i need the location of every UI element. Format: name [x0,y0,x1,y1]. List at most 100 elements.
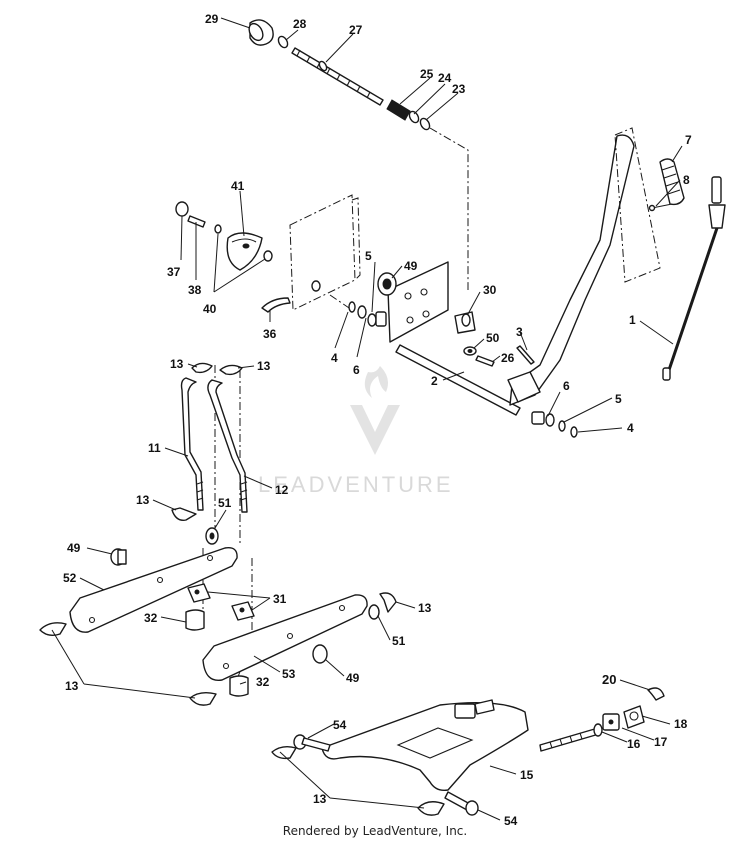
footer-credit: Rendered by LeadVenture, Inc. [282,824,468,838]
callout-53: 53 [282,667,296,681]
callout-49-left: 49 [67,541,81,555]
callout-49-right: 49 [346,671,360,685]
callout-32-right: 32 [256,675,270,689]
callout-26: 26 [501,351,515,365]
callout-49-upper: 49 [404,259,418,273]
callout-13-bottom-left: 13 [65,679,79,693]
callout-7: 7 [685,133,692,147]
callout-54-left: 54 [333,718,347,732]
lever-arm [507,134,635,406]
washer-40a [214,224,222,234]
hanger-bracket-15 [321,701,529,792]
link-12 [196,379,248,513]
callout-3: 3 [516,325,523,339]
callout-54-right: 54 [504,814,518,828]
callout-8: 8 [683,173,690,187]
clips-13-bottom-left [39,622,217,706]
washer-24 [408,110,420,124]
callout-13-top-left: 13 [170,357,184,371]
alignment-lines [196,127,469,683]
callout-20: 20 [602,672,616,687]
callout-25: 25 [420,67,434,81]
watermark-text: LEADVENTURE [258,472,454,497]
callout-13-right: 13 [418,601,432,615]
adjuster-top [454,699,495,719]
callout-41: 41 [231,179,245,193]
bushing-32-right [229,675,249,697]
bushing-32-left [185,609,205,631]
callout-32-left: 32 [144,611,158,625]
clip-13-right [379,592,397,613]
block-31-right [231,601,255,621]
callout-15: 15 [520,768,534,782]
bushing-49-left [110,548,127,566]
clip-13-mid [171,507,197,521]
watermark: LEADVENTURE [258,366,454,497]
washer-40b [263,250,273,262]
callout-38: 38 [188,283,202,297]
callout-11: 11 [148,441,161,455]
washers-4-5-6-left [348,301,387,327]
callout-23: 23 [452,82,466,96]
callout-37: 37 [167,265,181,279]
callout-18: 18 [674,717,688,731]
callout-27: 27 [349,23,363,37]
release-rod-1 [662,176,726,381]
washer-28 [277,35,289,49]
leader-lines [51,17,683,821]
clips-13-top [191,362,243,376]
link-11 [180,377,204,511]
callout-28: 28 [293,17,307,31]
callout-4-right: 4 [627,421,634,435]
spring-pin-8 [648,203,673,212]
callout-36: 36 [263,327,277,341]
callout-13-bottom-center: 13 [313,792,327,806]
callout-5-right: 5 [615,392,622,406]
lift-arm-52 [69,547,238,633]
pin-26 [475,355,495,367]
pin-3 [516,345,535,365]
callout-51-upper: 51 [218,496,232,510]
callout-29: 29 [205,12,219,26]
panel-plate [289,194,361,311]
trunnion-18 [623,705,645,729]
callout-13-mid: 13 [136,493,150,507]
threaded-rod-bracket [539,727,600,752]
spring-25 [386,99,411,121]
grip-7 [659,158,685,206]
callout-4-left: 4 [331,351,338,365]
clip-20 [647,687,665,701]
washer-23 [419,117,431,131]
washer-51-right [368,604,380,620]
washer-16 [593,723,603,737]
callout-2: 2 [431,374,438,388]
lift-link-30 [454,311,476,334]
height-knob-41 [226,232,263,271]
lift-plate [387,261,449,343]
bracket-36 [261,297,291,313]
washer-50 [463,346,477,356]
callout-13-top-right: 13 [257,359,271,373]
callout-12: 12 [275,483,289,497]
bolt-38 [187,215,206,228]
callout-50: 50 [486,331,500,345]
handle-tube-dash [614,127,661,283]
callout-40: 40 [203,302,217,316]
callout-24: 24 [438,71,452,85]
bushing-49-upper [377,272,397,296]
callouts: 29 28 27 25 24 23 41 37 38 40 36 5 49 30… [63,12,692,828]
callout-6-right: 6 [563,379,570,393]
pin-54-right [444,791,479,816]
callout-31: 31 [273,592,287,606]
callout-17: 17 [654,735,668,749]
lift-shaft-2 [311,280,521,416]
callout-1: 1 [629,313,636,327]
callout-30: 30 [483,283,497,297]
callout-52: 52 [63,571,77,585]
callout-5-left: 5 [365,249,372,263]
lift-arm-53 [202,594,368,682]
washer-51-upper [205,527,219,545]
clip-37 [175,201,189,217]
clips-13-bracket [271,745,445,816]
